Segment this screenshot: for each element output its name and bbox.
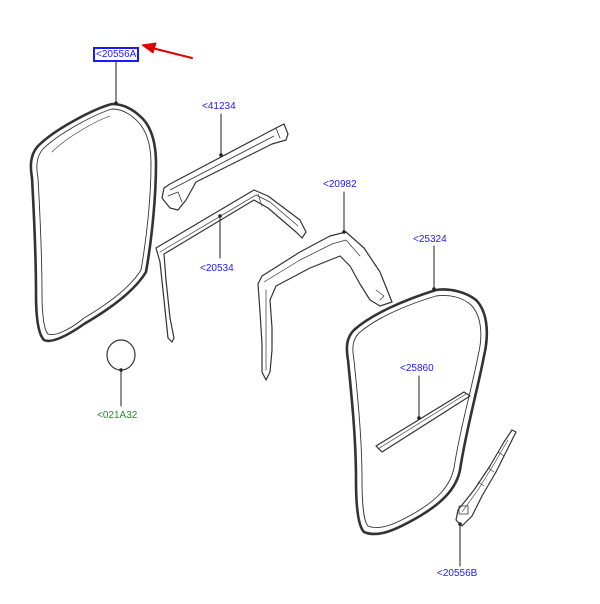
weatherstrip-25860[interactable] bbox=[375, 391, 471, 453]
glass-run-20534[interactable] bbox=[155, 189, 307, 343]
door-seal-front[interactable] bbox=[29, 102, 158, 343]
callout-41234[interactable]: <41234 bbox=[202, 101, 236, 112]
door-seal-rear[interactable] bbox=[345, 288, 489, 536]
callout-20556B[interactable]: <20556B bbox=[437, 568, 478, 579]
leader-dot-25324 bbox=[432, 287, 436, 291]
finisher-20982[interactable] bbox=[257, 231, 393, 381]
trim-41234[interactable] bbox=[161, 123, 289, 211]
leader-dot-20982 bbox=[342, 230, 346, 234]
leader-dot-20556B bbox=[458, 522, 462, 526]
leader-dot-41234 bbox=[219, 153, 223, 157]
highlight-arrow-icon bbox=[141, 42, 193, 59]
callout-20982[interactable]: <20982 bbox=[323, 179, 357, 190]
callout-021A32[interactable]: <021A32 bbox=[97, 410, 138, 421]
seal-strip-20556B[interactable] bbox=[455, 429, 517, 527]
callout-25860[interactable]: <25860 bbox=[400, 363, 434, 374]
callout-20556A[interactable]: <20556A bbox=[93, 47, 140, 62]
callout-25324[interactable]: <25324 bbox=[413, 234, 447, 245]
leader-dot-021A32 bbox=[119, 368, 123, 372]
grommet-021A32[interactable] bbox=[106, 339, 136, 371]
leader-dot-25860 bbox=[417, 416, 421, 420]
leader-dot-20534 bbox=[218, 214, 222, 218]
callout-20534[interactable]: <20534 bbox=[200, 263, 234, 274]
leader-dot-20556A bbox=[114, 101, 118, 105]
